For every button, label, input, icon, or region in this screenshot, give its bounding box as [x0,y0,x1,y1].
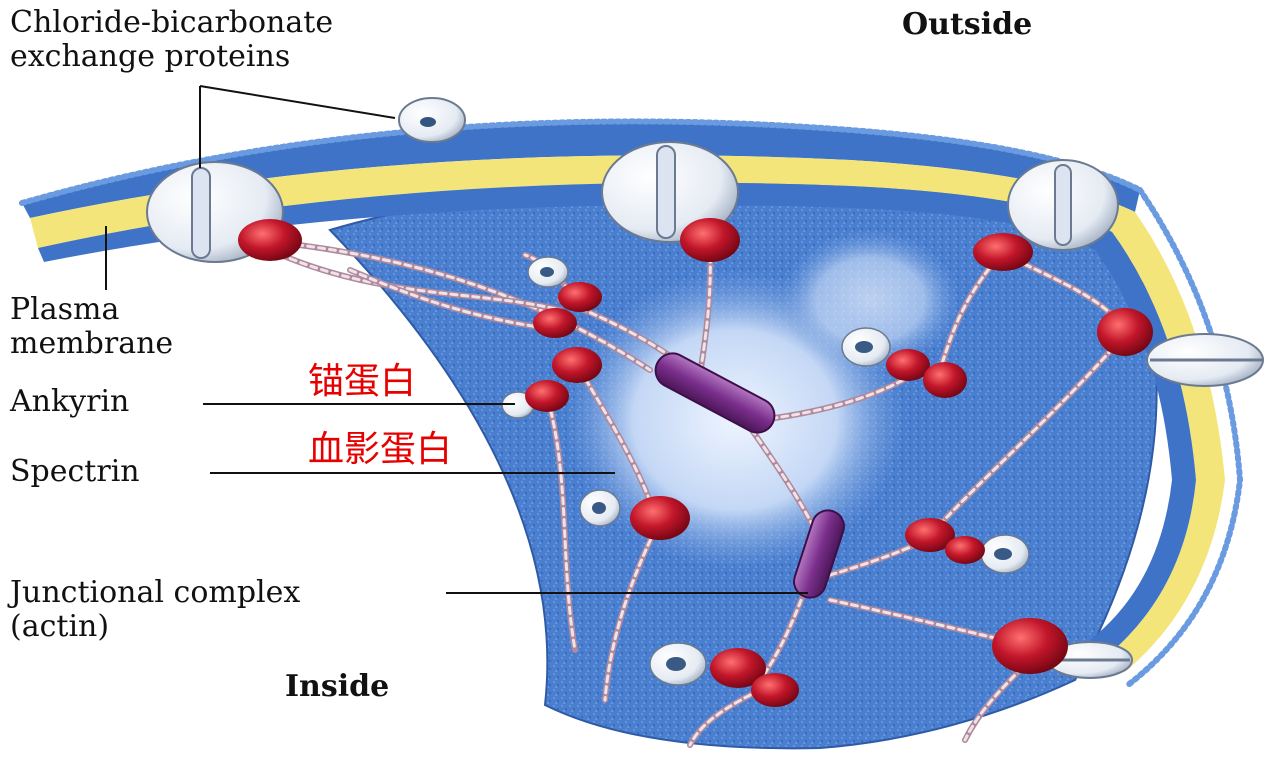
exchange-protein [399,98,465,142]
ankyrin-protein [886,349,930,381]
plasma-label-line: membrane [10,326,173,361]
outside-label: Outside [902,8,1032,42]
ankyrin-protein [751,673,799,707]
ankyrin-protein [680,218,740,262]
exchange-leader-line [200,86,395,118]
plasma-label-line: Plasma [10,292,119,327]
exchange-proteins-label: Chloride-bicarbonate exchange proteins [10,6,333,74]
ankyrin-protein [525,380,569,412]
exchange-label-line: exchange proteins [10,39,290,74]
inside-label: Inside [285,670,389,704]
ankyrin-protein [238,219,302,261]
ankyrin-protein [552,347,602,383]
spectrin-label: Spectrin [10,455,140,489]
membrane-protein [580,490,620,526]
exchange-protein [1008,160,1118,250]
ankyrin-protein [1097,308,1153,356]
ankyrin-protein [630,496,690,540]
spectrin-chinese-annotation: 血影蛋白 [308,430,452,470]
exchange-label-line: Chloride-bicarbonate [10,5,333,40]
plasma-membrane-label: Plasma membrane [10,293,173,361]
membrane-protein [528,257,568,287]
exchange-protein [1147,334,1263,386]
ankyrin-protein [945,536,985,564]
membrane-protein [650,643,706,685]
ankyrin-protein [973,233,1033,271]
membrane-protein [981,535,1029,573]
ankyrin-chinese-annotation: 锚蛋白 [308,362,416,402]
ankyrin-label: Ankyrin [10,385,129,419]
ankyrin-protein [992,618,1068,674]
membrane-protein [842,328,890,366]
junctional-complex-label: Junctional complex (actin) [10,576,300,644]
ankyrin-protein [923,362,967,398]
ankyrin-protein [533,308,577,338]
ankyrin-protein [558,282,602,312]
junctional-label-line: Junctional complex [10,575,300,610]
junctional-label-line: (actin) [10,609,109,644]
